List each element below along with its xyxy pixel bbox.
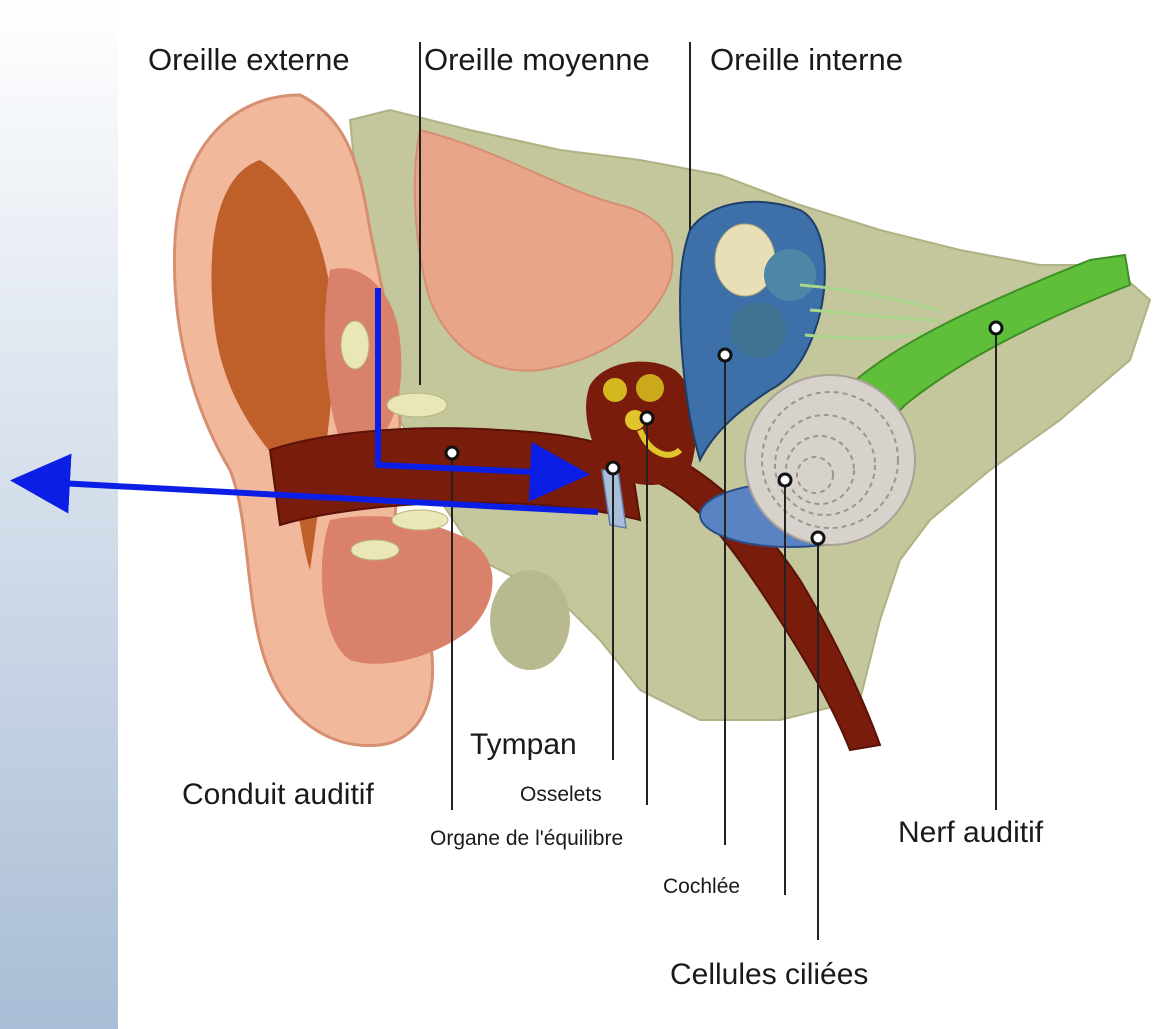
label-inner-ear: Oreille interne [710,44,903,75]
label-eardrum: Tympan [470,730,577,760]
side-panel [0,0,118,1029]
label-hair-cells: Cellules ciliées [670,960,868,990]
pointer-dot [641,412,653,424]
label-auditory-nerve: Nerf auditif [898,818,1043,848]
label-outer-ear: Oreille externe [148,44,350,75]
leader-lines [118,0,1167,1029]
pointer-dot [812,532,824,544]
pointer-dot [779,474,791,486]
pointer-dot [990,322,1002,334]
label-cochlea: Cochlée [663,876,740,897]
ear-anatomy-diagram: Oreille externe Oreille moyenne Oreille … [118,0,1167,1029]
pointer-dot [446,447,458,459]
pointer-dot [607,462,619,474]
label-ossicles: Osselets [520,784,602,805]
label-balance-organ: Organe de l'équilibre [430,828,623,849]
label-middle-ear: Oreille moyenne [424,44,650,75]
label-ear-canal: Conduit auditif [182,780,374,810]
pointer-dot [719,349,731,361]
